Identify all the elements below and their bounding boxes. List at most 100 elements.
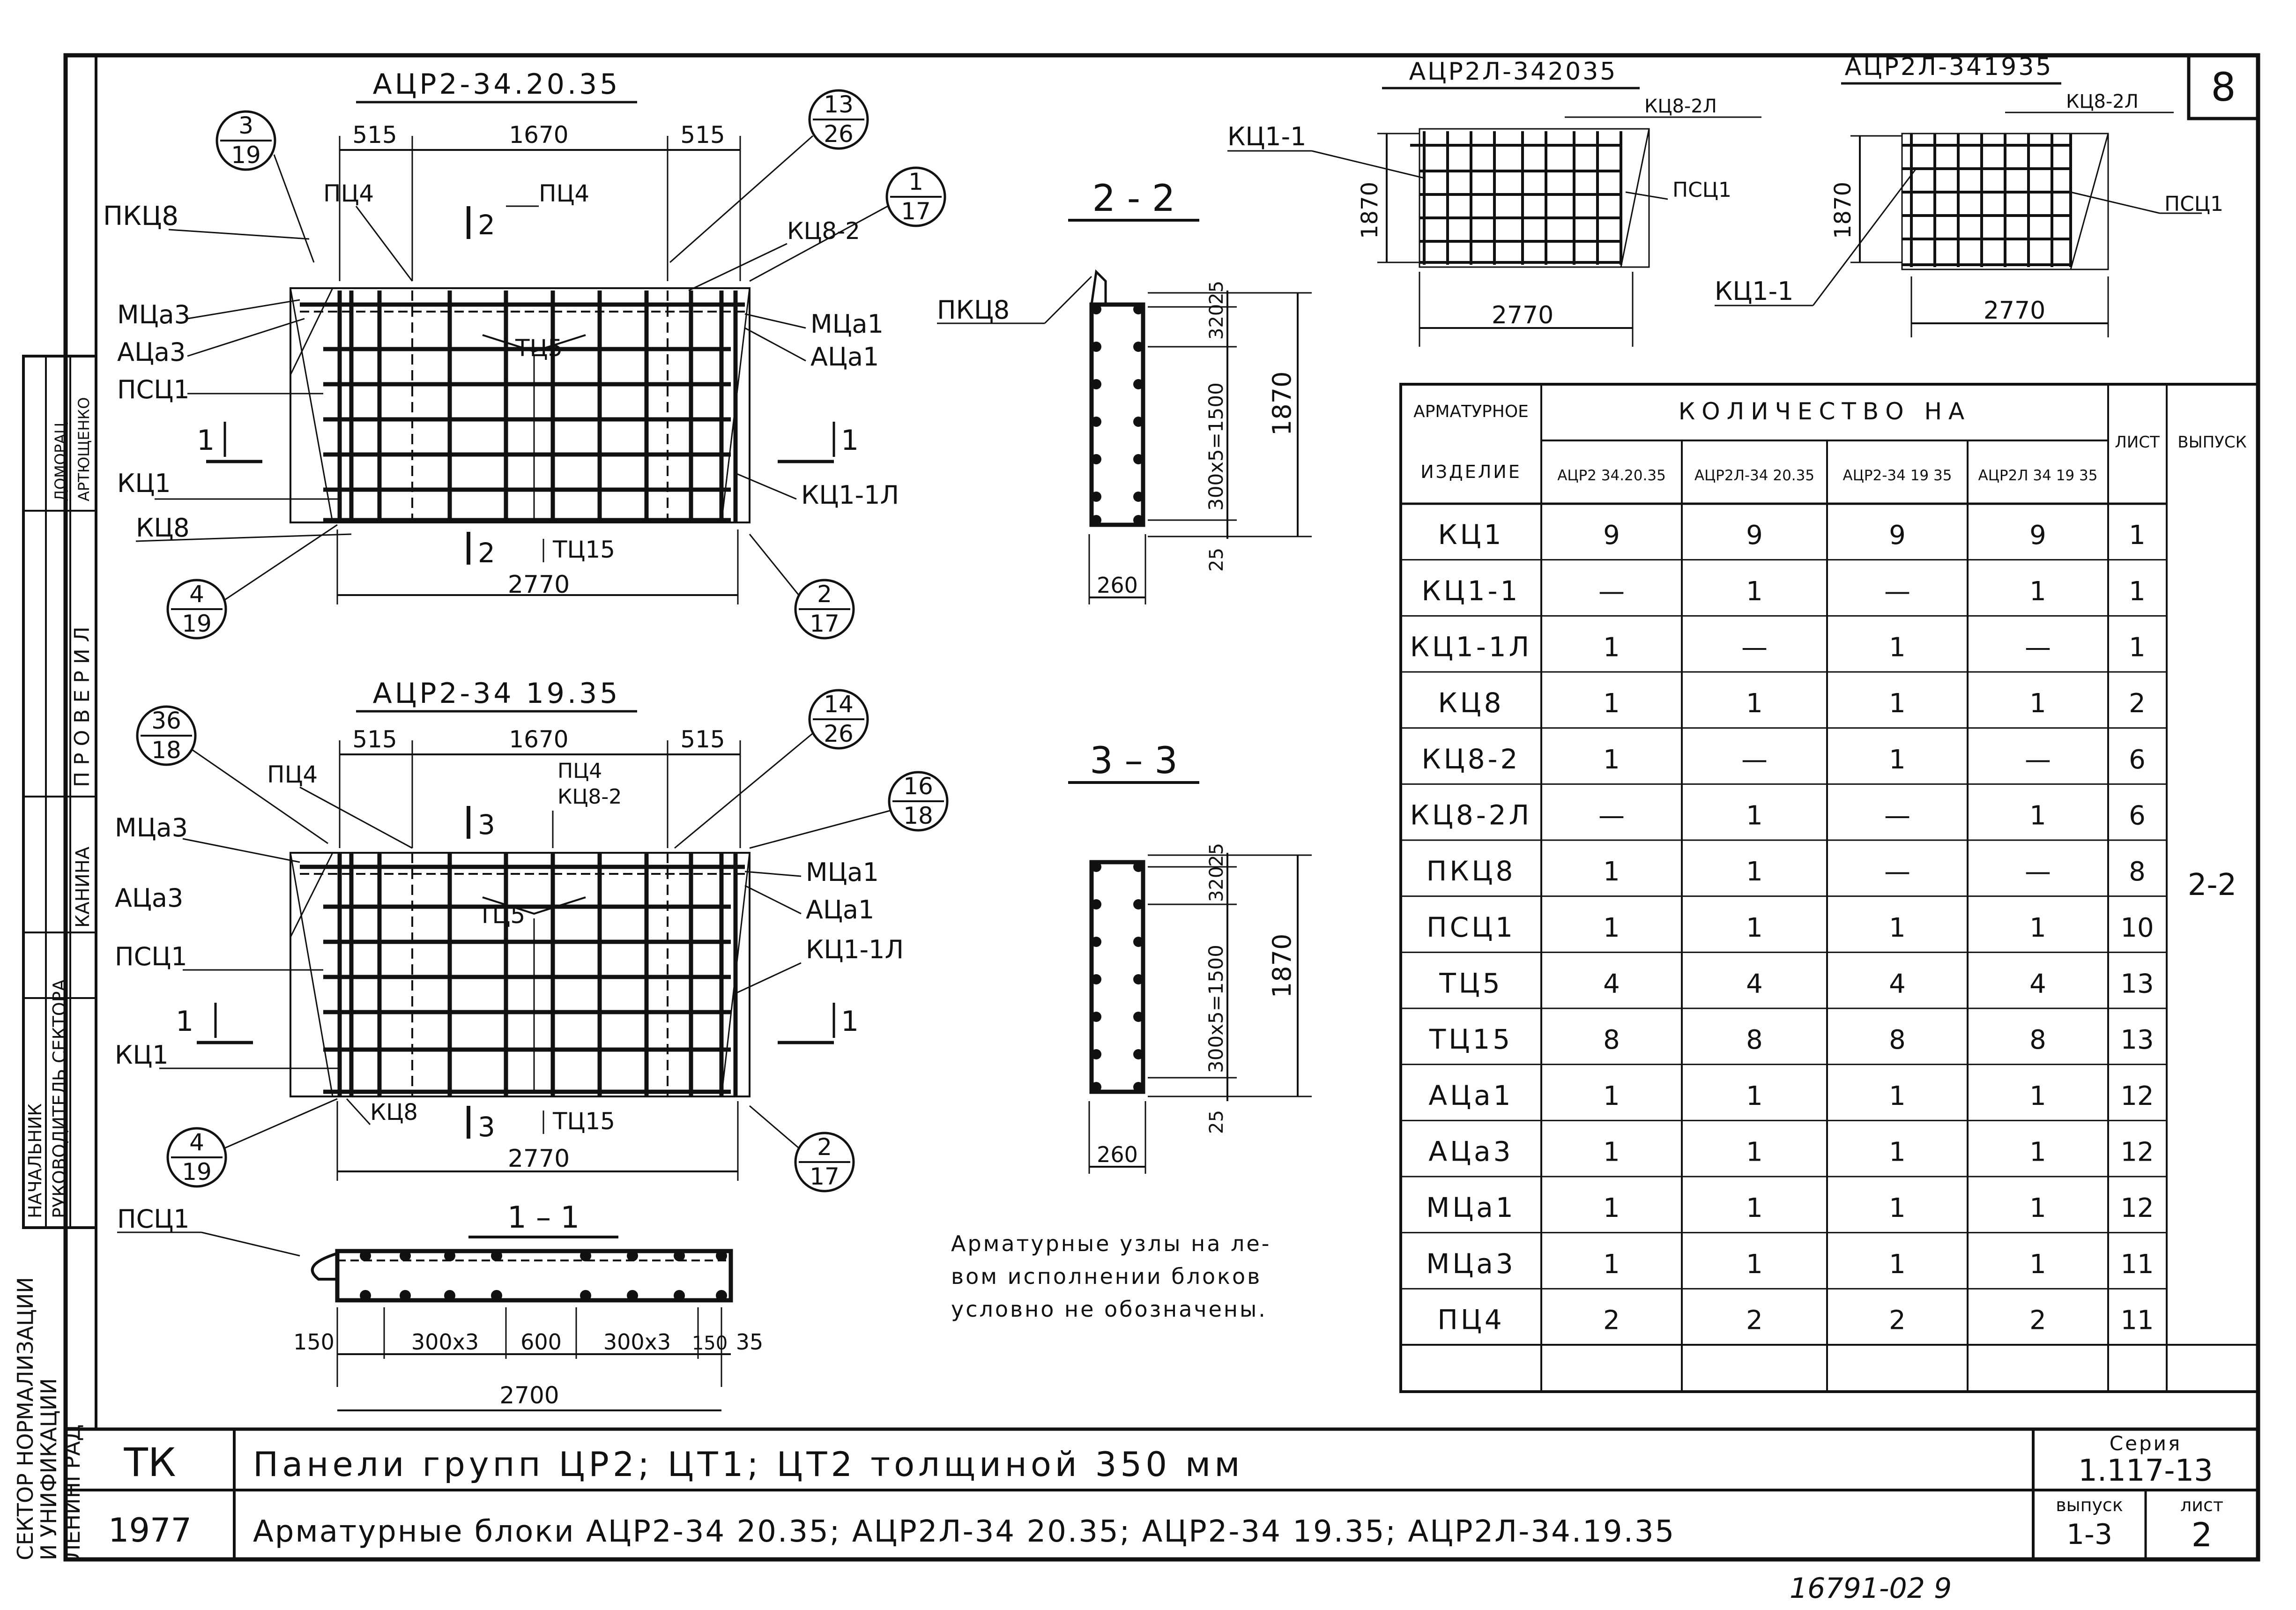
titleblock-issue-value: 1-3 [2066, 1518, 2112, 1551]
section-3-3-height: 1870 [1267, 934, 1297, 998]
section-1-1-dim-2: 300х3 [411, 1329, 479, 1355]
view-1-label-tc5: ТЦ5 [515, 335, 563, 362]
view-1-label-psc1: ПСЦ1 [117, 375, 190, 404]
mini-view-1-height: 1870 [1357, 182, 1383, 239]
mini-view-1-title: АЦР2Л-342035 [1409, 58, 1618, 86]
table-cell-qty-3: — [1884, 800, 1910, 831]
note-line-2: вом исполнении блоков [951, 1264, 1262, 1289]
view-2-dim-bottom: 2770 [508, 1145, 570, 1173]
table-cell-qty-1: 1 [1603, 632, 1620, 663]
section-1-1-total: 2700 [499, 1382, 559, 1409]
table-head-item-1: АРМАТУРНОЕ [1413, 402, 1529, 421]
table-cell-qty-3: 1 [1889, 1137, 1906, 1167]
svg-text:13: 13 [824, 91, 854, 118]
view-1-callout-1-17: 1 17 [749, 166, 946, 282]
view-2-cut-1-right: 1 [841, 1005, 859, 1038]
view-2-reinforcement-block: АЦР2-34 19.35 515 1670 515 [115, 677, 949, 1193]
archive-stamp: 16791-02 9 [1790, 1572, 1952, 1605]
titleblock-line-1: Панели групп ЦР2; ЦТ1; ЦТ2 толщиной 350 … [253, 1445, 1244, 1484]
view-2-label-kc8-2: КЦ8-2 [557, 785, 622, 809]
table-cell-qty-1: 1 [1603, 688, 1620, 719]
mini-view-2-label-psc1: ПСЦ1 [2164, 192, 2223, 216]
table-head-issue: ВЫПУСК [2177, 433, 2247, 452]
table-cell-item: МЦа1 [1426, 1192, 1516, 1223]
table-cell-qty-3: 4 [1889, 969, 1906, 999]
table-cell-qty-3: 9 [1889, 520, 1906, 551]
titleblock-sheet-value: 2 [2192, 1516, 2213, 1554]
section-1-1-bars [360, 1250, 727, 1301]
svg-text:26: 26 [824, 120, 854, 148]
svg-text:14: 14 [824, 691, 854, 718]
table-cell-sheet: 12 [2120, 1193, 2154, 1223]
section-2-2-height: 1870 [1267, 372, 1297, 436]
view-1-cut-1-left: 1 [197, 424, 215, 457]
table-cell-item: КЦ1-1 [1422, 575, 1521, 607]
table-cell-sheet: 12 [2120, 1137, 2154, 1167]
section-2-2: 2 - 2 ПКЦ8 25 320 300х5=1500 25 1870 [937, 178, 1312, 604]
table-cell-qty-4: 1 [2029, 688, 2046, 719]
table-cell-qty-1: 1 [1603, 1249, 1620, 1280]
svg-text:2: 2 [817, 581, 832, 608]
view-2-dim-left: 515 [352, 726, 397, 753]
view-2-section-mark-bottom: 3 [478, 1111, 495, 1143]
table-cell-qty-3: 8 [1889, 1025, 1906, 1055]
section-2-2-dim-25-top: 25 [1206, 281, 1227, 305]
section-3-3-dim-25-bottom: 25 [1206, 1110, 1227, 1134]
sheet-number: 8 [2211, 64, 2236, 110]
section-3-3-width: 260 [1097, 1142, 1138, 1167]
section-2-2-title: 2 - 2 [1092, 178, 1175, 220]
section-2-2-label-pkc8: ПКЦ8 [937, 295, 1010, 325]
view-2-label-kc8: КЦ8 [370, 1099, 418, 1126]
mini-view-1-width: 2770 [1492, 301, 1553, 329]
table-cell-item: КЦ1 [1438, 519, 1504, 551]
view-2-callout-36-18: 36 18 [136, 705, 328, 844]
table-cell-qty-2: 1 [1746, 688, 1763, 719]
view-2-callout-2-17: 2 17 [749, 1105, 855, 1193]
table-cell-qty-3: 1 [1889, 1249, 1906, 1280]
mini-view-1-label-kc8-2l: КЦ8-2Л [1644, 96, 1717, 117]
table-cell-qty-2: — [1741, 745, 1768, 775]
section-1-1: 1 – 1 ПСЦ1 150 300х3 600 300х3 150 35 [117, 1200, 763, 1411]
table-cell-qty-1: 8 [1603, 1025, 1620, 1055]
view-1-cut-1-right: 1 [841, 424, 859, 457]
svg-text:18: 18 [903, 802, 933, 829]
view-1-label-mca1: МЦа1 [810, 309, 884, 339]
section-1-1-dim-4: 300х3 [603, 1329, 671, 1355]
table-cell-qty-4: 1 [2029, 1137, 2046, 1167]
table-cell-qty-4: — [2025, 632, 2051, 663]
view-2-cut-1-left: 1 [176, 1005, 193, 1038]
section-1-1-dim-5: 150 [692, 1333, 728, 1354]
view-1-reinforcement-block: АЦР2-34.20.35 515 1670 515 [103, 68, 946, 640]
table-cell-qty-1: 1 [1603, 913, 1620, 943]
org-line-1: СЕКТОР НОРМАЛИЗАЦИИ [13, 1277, 38, 1560]
svg-text:17: 17 [810, 1163, 840, 1190]
table-cell-item: КЦ8 [1438, 687, 1504, 719]
table-cell-qty-2: 1 [1746, 857, 1763, 887]
table-cell-item: МЦа3 [1426, 1248, 1516, 1280]
view-2-dim-middle: 1670 [509, 726, 568, 753]
view-1-label-pc4-left: ПЦ4 [323, 180, 374, 207]
table-cell-qty-2: 1 [1746, 913, 1763, 943]
view-1-label-pkc8: ПКЦ8 [103, 201, 178, 231]
svg-text:1: 1 [908, 168, 923, 195]
table-cell-item: ПСЦ1 [1427, 911, 1516, 943]
titleblock-series-label: Серия [2110, 1432, 2182, 1455]
view-2-mesh [300, 853, 745, 1096]
svg-text:16: 16 [903, 773, 933, 800]
view-2-label-kc1-1l: КЦ1-1Л [806, 935, 904, 964]
titleblock-issue-label: выпуск [2056, 1495, 2123, 1515]
view-1-label-tc15: ТЦ15 [552, 536, 615, 563]
role-domorats: ДОМОРАЦ. [52, 417, 69, 501]
role-sector-head: РУКОВОДИТЕЛЬ СЕКТОРА [49, 979, 70, 1218]
table-cell-qty-1: — [1598, 800, 1625, 831]
section-3-3-dim-25-top: 25 [1206, 843, 1227, 867]
view-2-label-psc1: ПСЦ1 [115, 942, 187, 971]
section-2-2-dim-320: 320 [1206, 304, 1227, 340]
